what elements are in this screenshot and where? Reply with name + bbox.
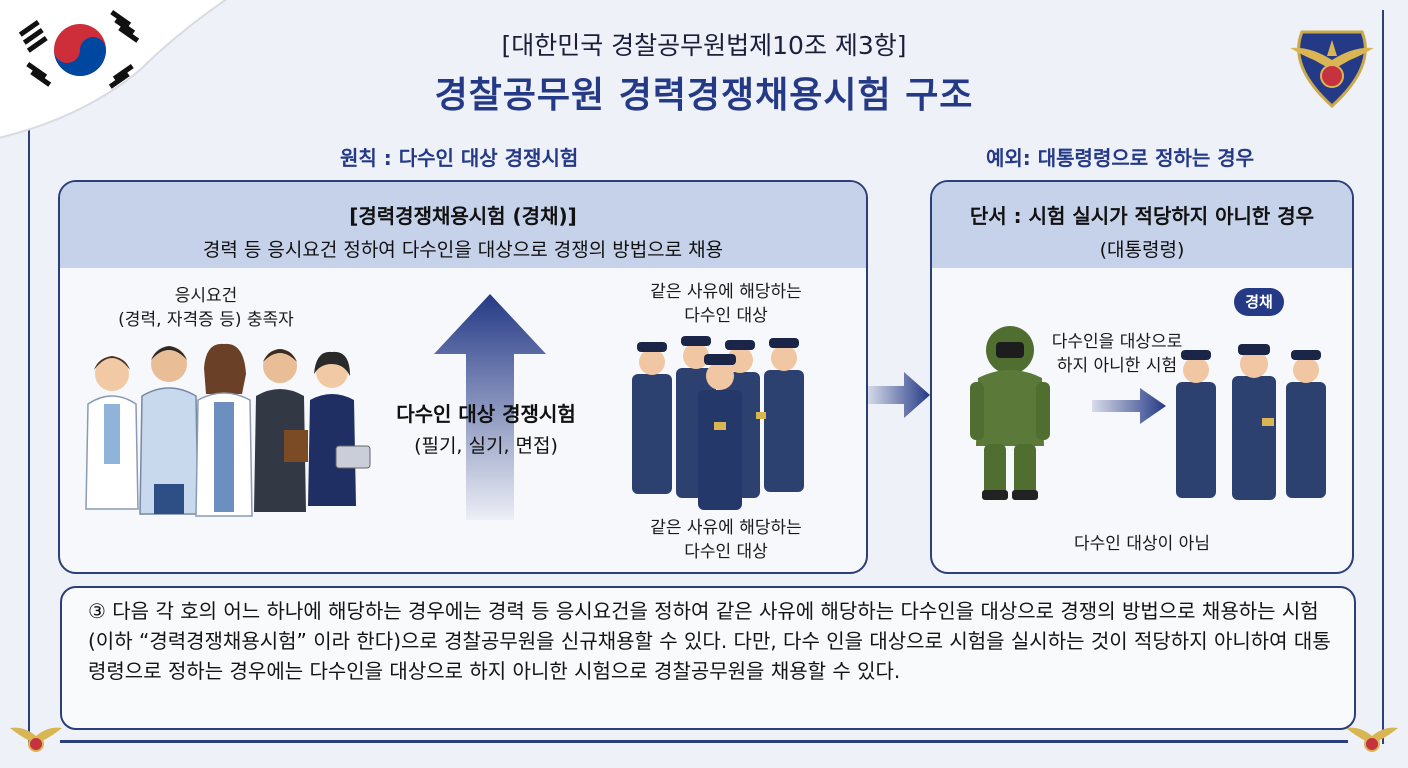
non-competitive-line-2: 하지 아니한 시험 [1056, 356, 1178, 376]
requirement-label: 응시요건 (경력, 자격증 등) 충족자 [116, 284, 296, 332]
applicant-office-worker [308, 351, 371, 506]
police-officers-small-group-illustration [1176, 344, 1326, 500]
police-emblem-icon [1290, 30, 1374, 109]
principle-heading: 원칙 : 다수인 대상 경쟁시험 [340, 146, 579, 170]
principle-panel-header: [경력경쟁채용시험 (경채)] 경력 등 응시요건 정하여 다수인을 대상으로 … [60, 182, 866, 268]
applicant-researcher [195, 343, 253, 517]
top-target-line-2: 다수인 대상 [684, 306, 768, 326]
applicant-businessman [254, 349, 308, 512]
bottom-target-note: 같은 사유에 해당하는 다수인 대상 [626, 516, 826, 564]
applicant-doctor [85, 356, 139, 510]
top-target-note: 같은 사유에 해당하는 다수인 대상 [626, 280, 826, 328]
not-multiple-targets-note: 다수인 대상이 아님 [1074, 534, 1210, 554]
exception-panel-header: 단서 : 시험 실시가 적당하지 아니한 경우 (대통령령) [932, 182, 1352, 268]
korean-flag-icon [0, 0, 228, 139]
principle-panel-subtitle: 경력 등 응시요건 정하여 다수인을 대상으로 경쟁의 방법으로 채용 [202, 239, 724, 261]
exam-subtitle: (필기, 실기, 면접) [414, 435, 558, 457]
exam-label: 다수인 대상 경쟁시험 (필기, 실기, 면접) [356, 398, 616, 458]
exception-heading: 예외: 대통령령으로 정하는 경우 [986, 146, 1255, 170]
small-right-arrow-icon [1092, 388, 1166, 424]
exception-panel-title: 단서 : 시험 실시가 적당하지 아니한 경우 [969, 204, 1315, 228]
applicant-medic [139, 346, 199, 515]
page-title: 경찰공무원 경력경쟁채용시험 구조 [434, 75, 974, 116]
principle-panel: [경력경쟁채용시험 (경채)] 경력 등 응시요건 정하여 다수인을 대상으로 … [58, 180, 868, 574]
requirement-line-1: 응시요건 [174, 286, 238, 306]
page-frame [28, 10, 1384, 744]
bomb-disposal-suit-illustration [970, 326, 1050, 500]
requirement-line-2: (경력, 자격증 등) 충족자 [118, 310, 294, 330]
police-emblem-corner-right-icon [1346, 727, 1398, 752]
law-article-text: ③ 다음 각 호의 어느 하나에 해당하는 경우에는 경력 등 응시요건을 정하… [88, 599, 1331, 683]
applicants-illustration [85, 343, 371, 517]
bottom-target-line-2: 다수인 대상 [684, 542, 768, 562]
non-competitive-note: 다수인을 대상으로 하지 아니한 시험 [1042, 330, 1192, 378]
police-emblem-corner-left-icon [10, 727, 62, 752]
upward-arrow-icon [434, 294, 546, 520]
exam-title: 다수인 대상 경쟁시험 [396, 402, 576, 426]
non-competitive-line-1: 다수인을 대상으로 [1051, 332, 1183, 352]
gyeongchae-badge: 경채 [1234, 288, 1284, 316]
right-arrow-icon [866, 372, 930, 418]
bottom-target-line-1: 같은 사유에 해당하는 [650, 518, 802, 538]
police-officers-group-illustration [632, 336, 804, 510]
top-target-line-1: 같은 사유에 해당하는 [650, 282, 802, 302]
law-text-box: ③ 다음 각 호의 어느 하나에 해당하는 경우에는 경력 등 응시요건을 정하… [60, 586, 1356, 730]
law-reference-subtitle: [대한민국 경찰공무원법제10조 제3항] [501, 31, 907, 60]
exception-panel-subtitle: (대통령령) [1099, 239, 1185, 261]
principle-panel-title: [경력경쟁채용시험 (경채)] [349, 204, 577, 228]
exception-panel: 단서 : 시험 실시가 적당하지 아니한 경우 (대통령령) 경채 다수인을 대… [930, 180, 1354, 574]
bottom-divider [60, 740, 1348, 743]
